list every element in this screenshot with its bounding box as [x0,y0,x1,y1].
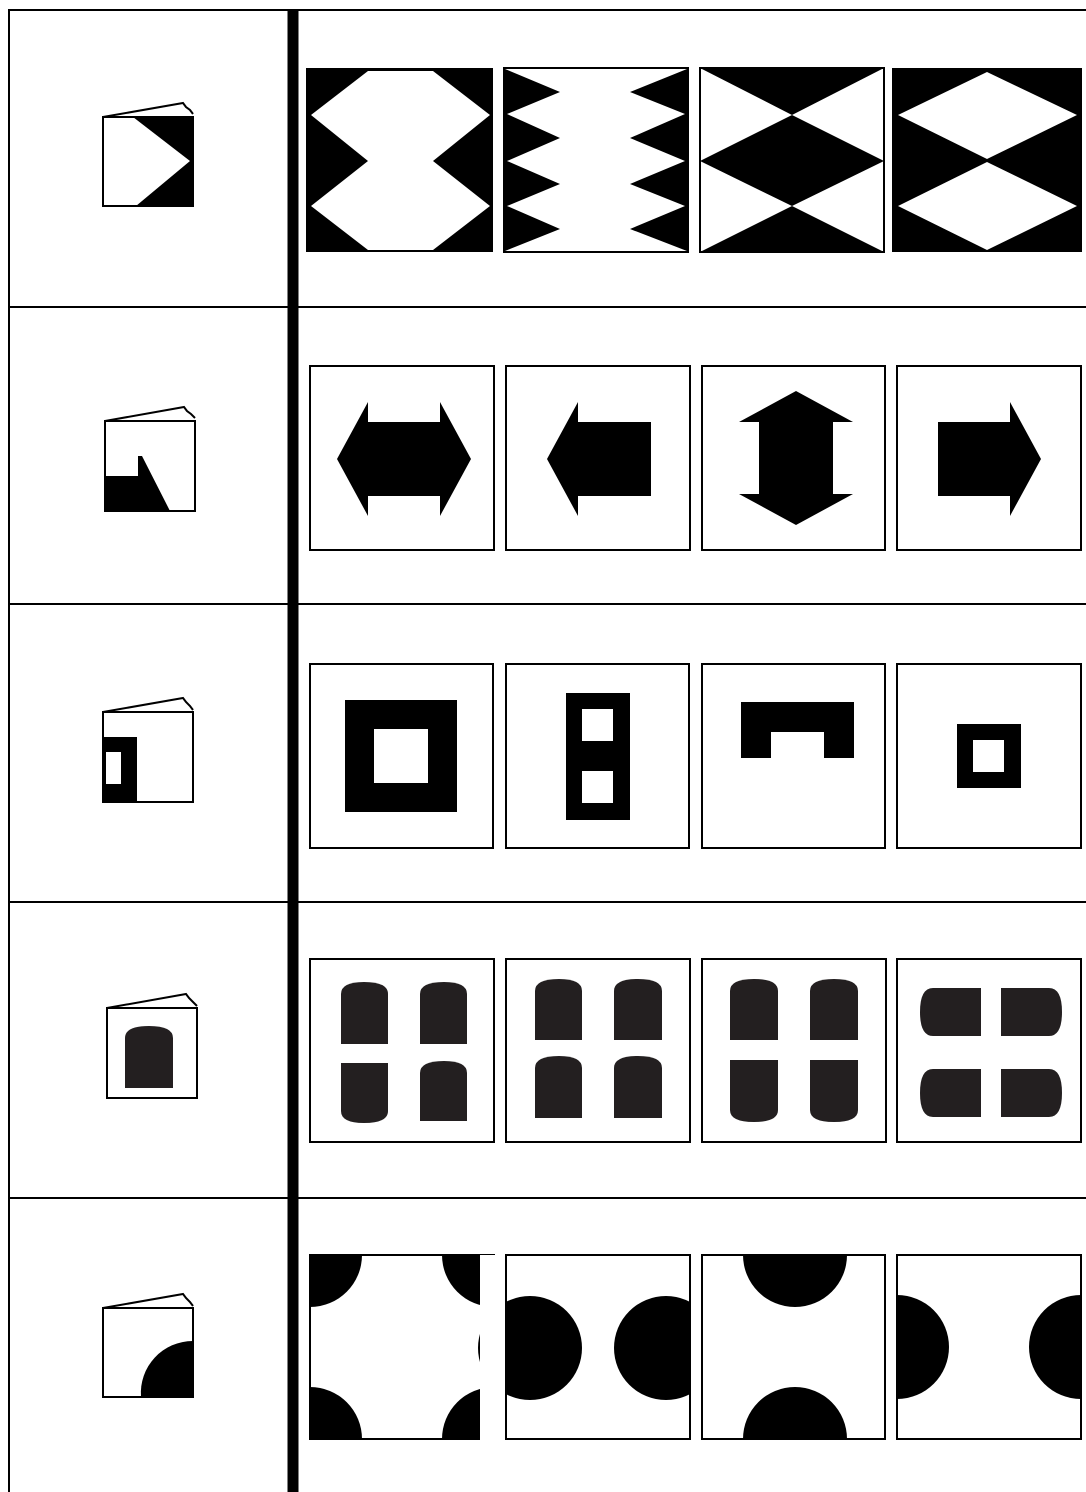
row-2 [105,366,1081,550]
folded-paper-triangle-notch-icon [103,103,193,206]
row-3 [103,664,1081,848]
option-right-arrow-icon[interactable] [897,366,1081,550]
option-tall-double-window-icon[interactable] [506,664,689,848]
option-four-tabs-sideways-icon[interactable] [897,959,1081,1142]
option-crossed-triangles-icon[interactable] [700,68,884,252]
option-double-arrow-horizontal-icon[interactable] [310,366,494,550]
option-stacked-diamonds-icon[interactable] [892,68,1082,252]
option-side-circles-icon[interactable] [478,1255,718,1445]
option-side-semicircles-icon[interactable] [897,1255,1081,1439]
row-5 [103,1255,1081,1445]
folded-paper-quarter-circle-icon [103,1294,193,1397]
option-four-tabs-updown-icon[interactable] [702,959,886,1142]
folded-paper-corner-window-icon [103,698,193,802]
folded-paper-rounded-tab-icon [107,994,197,1098]
option-sawtooth-edges-icon[interactable] [504,68,688,252]
row-4 [107,959,1081,1142]
row-1 [103,68,1082,252]
option-four-tabs-up-icon[interactable] [506,959,690,1142]
option-left-arrow-icon[interactable] [506,366,690,550]
option-zigzag-hexagon-icon[interactable] [306,68,493,252]
option-corner-quarters-icon[interactable] [310,1255,494,1439]
option-four-tabs-mixed-icon[interactable] [310,959,494,1142]
option-small-square-frame-icon[interactable] [897,664,1081,848]
option-double-arrow-vertical-icon[interactable] [702,366,885,550]
folded-paper-half-arrow-icon [105,407,195,511]
option-large-square-frame-icon[interactable] [310,664,493,848]
option-top-bottom-semicircles-icon[interactable] [702,1255,885,1439]
option-wide-frame-icon[interactable] [702,664,885,848]
